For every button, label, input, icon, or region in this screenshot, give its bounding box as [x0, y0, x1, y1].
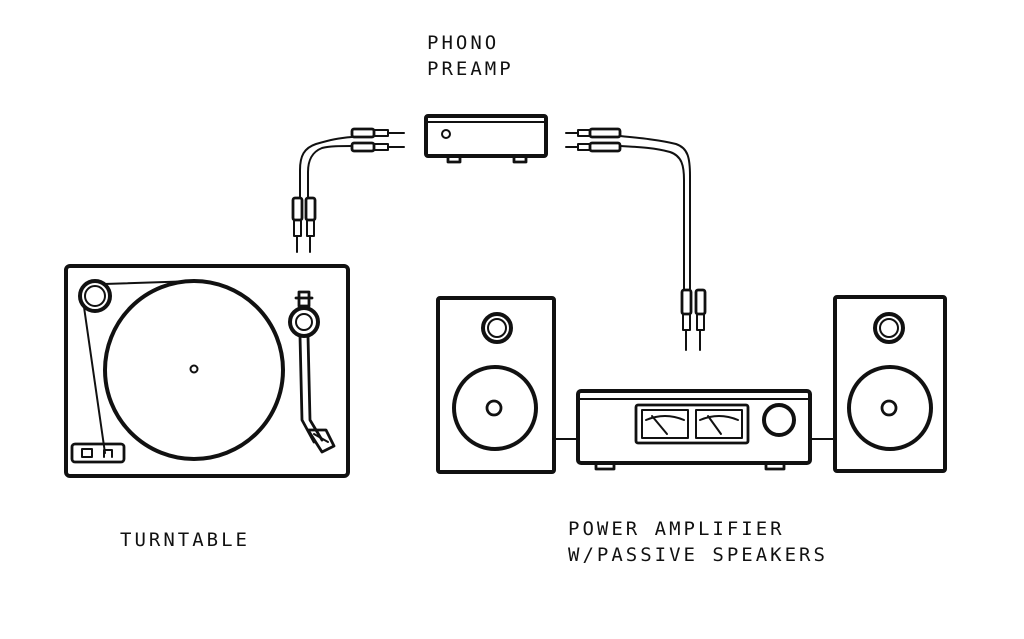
rca-cable-preamp-to-amp: [565, 127, 707, 351]
speaker-right: [833, 295, 947, 473]
power-amplifier-label: POWER AMPLIFIER W/PASSIVE SPEAKERS: [568, 516, 828, 568]
power-amplifier: [576, 389, 812, 471]
phono-preamp: [424, 114, 548, 164]
power-amplifier-label-line1: POWER AMPLIFIER: [568, 518, 785, 540]
phono-preamp-label-line1: PHONO: [427, 32, 500, 54]
speaker-left: [436, 296, 556, 474]
power-amplifier-label-line2: W/PASSIVE SPEAKERS: [568, 544, 828, 566]
phono-preamp-label-line2: PREAMP: [427, 58, 514, 80]
phono-preamp-label: PHONO PREAMP: [427, 30, 514, 82]
turntable-label: TURNTABLE: [120, 529, 250, 551]
rca-cable-turntable-to-preamp: [291, 127, 405, 253]
turntable: [64, 264, 350, 478]
